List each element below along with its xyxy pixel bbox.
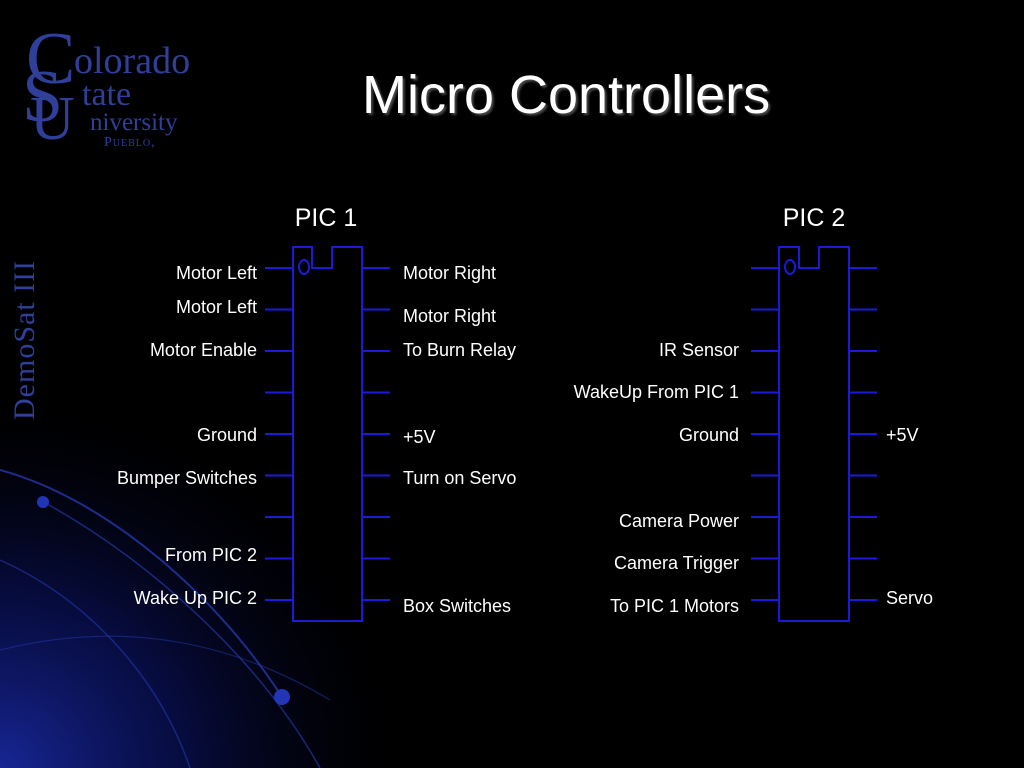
logo-initial: U xyxy=(30,85,75,153)
swoosh-dot xyxy=(37,496,49,508)
logo-word: olorado xyxy=(74,40,191,82)
pin-label-left: Motor Left xyxy=(175,297,257,317)
pin1-marker xyxy=(784,259,796,275)
swoosh-line xyxy=(39,499,321,768)
pin-label-left: WakeUp From PIC 1 xyxy=(573,382,739,402)
logo-word: tate xyxy=(82,76,132,113)
pin-label-right: +5V xyxy=(886,425,919,445)
swoosh-dot xyxy=(274,689,290,705)
chip-title: PIC 2 xyxy=(782,204,846,232)
pin-label-left: Motor Left xyxy=(175,263,257,283)
university-logo: C olorado S tate U niversity Pueblo, xyxy=(20,20,245,150)
pin-label-left: Bumper Switches xyxy=(116,468,257,488)
pin-label-right: Motor Right xyxy=(403,263,497,283)
swoosh-line xyxy=(0,635,331,701)
chip-body xyxy=(292,246,363,622)
pin-label-left: To PIC 1 Motors xyxy=(609,596,739,616)
chip-title: PIC 1 xyxy=(294,204,358,232)
slide-title: Micro Controllers xyxy=(362,65,771,125)
pin-label-right: To Burn Relay xyxy=(403,340,517,360)
chip-body xyxy=(778,246,850,622)
pin-label-left: Camera Power xyxy=(618,511,739,531)
swoosh-line xyxy=(0,469,283,698)
pin-label-left: Wake Up PIC 2 xyxy=(133,588,257,608)
pin-label-left: Motor Enable xyxy=(149,340,257,360)
logo-initial: S xyxy=(22,56,64,138)
pin-label-left: Ground xyxy=(196,425,257,445)
pin-label-right: +5V xyxy=(403,427,436,447)
pin-label-left: IR Sensor xyxy=(658,340,739,360)
corner-glow xyxy=(0,380,420,768)
pin-label-left: Camera Trigger xyxy=(613,553,739,573)
pin-label-right: Turn on Servo xyxy=(403,468,517,488)
pin-label-right: Motor Right xyxy=(403,306,497,326)
pin-label-right: Servo xyxy=(886,588,934,608)
pin1-marker xyxy=(298,259,310,275)
swoosh-line xyxy=(0,559,191,768)
pin-label-left: From PIC 2 xyxy=(164,545,257,565)
pin-label-left: Ground xyxy=(678,425,739,445)
logo-word: Pueblo, xyxy=(104,135,156,150)
pin-label-right: Box Switches xyxy=(403,596,512,616)
logo-initial: C xyxy=(26,18,76,100)
logo-word: niversity xyxy=(90,109,178,136)
